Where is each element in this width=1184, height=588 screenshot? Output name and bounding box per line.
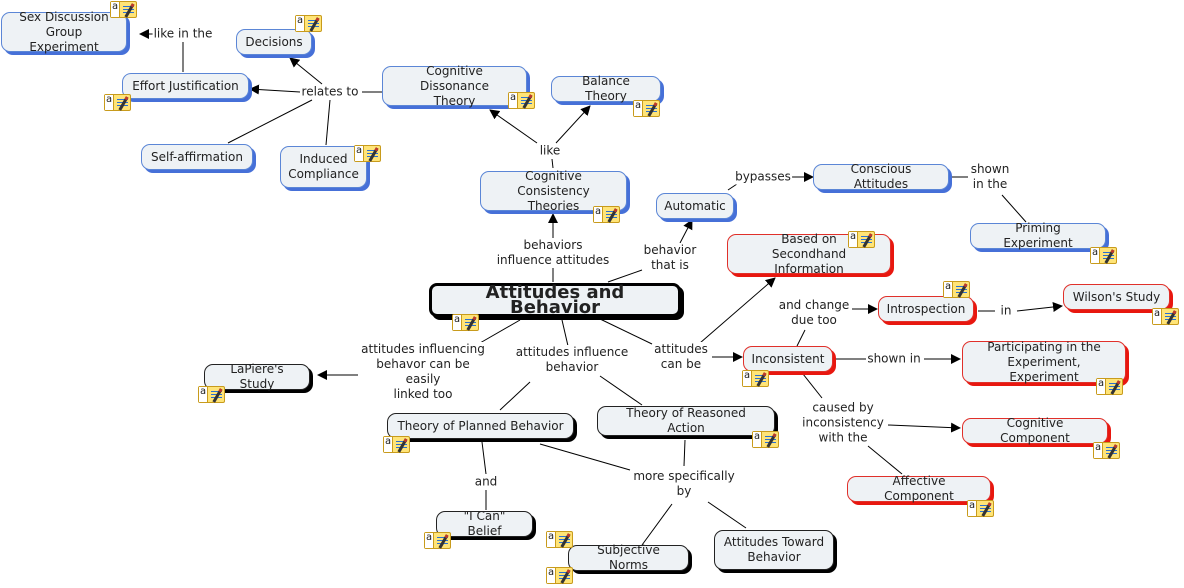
annotation-note-icon[interactable]: a (1090, 247, 1117, 264)
annotation-note-icon[interactable]: a (1152, 308, 1179, 325)
annotation-note-icon[interactable]: a (110, 1, 137, 18)
annotation-note-icon[interactable]: a (742, 370, 769, 387)
node-cognitive-dissonance-theory[interactable]: Cognitive Dissonance Theory (382, 64, 527, 108)
annotation-note-icon[interactable]: a (752, 431, 779, 448)
link-label-caused-by-inconsistency[interactable]: caused by inconsistency with the (801, 400, 885, 446)
node-introspection[interactable]: Introspection (878, 296, 974, 322)
link-label-like-in-the[interactable]: like in the (152, 26, 214, 42)
node-lapieres-study[interactable]: LaPiere's Study (204, 362, 310, 391)
node-affective-component[interactable]: Affective Component (847, 474, 991, 503)
node-cognitive-component[interactable]: Cognitive Component (962, 416, 1108, 445)
link-label-and[interactable]: and (473, 474, 499, 490)
link-label-attitudes-influencing-behavior-linked-too[interactable]: attitudes influencing behavor can be eas… (360, 342, 486, 402)
annotation-note-icon[interactable]: a (508, 92, 535, 109)
node-self-affirmation[interactable]: Self-affirmation (141, 144, 253, 170)
link-label-and-change-due-too[interactable]: and change due too (777, 298, 851, 328)
node-induced-compliance[interactable]: Induced Compliance (280, 146, 367, 188)
link-label-behaviors-influence-attitudes[interactable]: behaviors influence attitudes (495, 238, 611, 268)
node-conscious-attitudes[interactable]: Conscious Attitudes (813, 162, 949, 191)
node-i-can-belief[interactable]: "I Can" Belief (436, 509, 533, 538)
node-effort-justification[interactable]: Effort Justification (122, 73, 249, 99)
node-participating-in-the-experiment[interactable]: Participating in the Experiment, Experim… (962, 340, 1126, 384)
annotation-note-icon[interactable]: a (354, 145, 381, 162)
link-label-like[interactable]: like (538, 143, 562, 159)
link-label-more-specifically-by[interactable]: more specifically by (632, 469, 736, 499)
node-theory-of-planned-behavior[interactable]: Theory of Planned Behavior (387, 413, 574, 439)
node-cognitive-consistency-theories[interactable]: Cognitive Consistency Theories (480, 169, 627, 213)
node-sex-discussion-group-experiment[interactable]: Sex Discussion Group Experiment (1, 10, 127, 54)
annotation-note-icon[interactable]: a (452, 314, 479, 331)
annotation-note-icon[interactable]: a (295, 15, 322, 32)
link-label-shown-in-the[interactable]: shown in the (969, 162, 1011, 192)
node-wilsons-study[interactable]: Wilson's Study (1063, 284, 1170, 310)
annotation-note-icon[interactable]: a (1093, 442, 1120, 459)
node-decisions[interactable]: Decisions (236, 29, 312, 55)
annotation-note-icon[interactable]: a (593, 206, 620, 223)
annotation-note-icon[interactable]: a (104, 94, 131, 111)
annotation-note-icon[interactable]: a (943, 281, 970, 298)
annotation-note-icon[interactable]: a (383, 436, 410, 453)
node-theory-of-reasoned-action[interactable]: Theory of Reasoned Action (597, 406, 775, 436)
node-balance-theory[interactable]: Balance Theory (551, 74, 661, 103)
node-attitudes-and-behavior-main-topic[interactable]: Attitudes and Behavior (429, 283, 681, 317)
annotation-note-icon[interactable]: a (967, 500, 994, 517)
annotation-note-icon[interactable]: a (848, 231, 875, 248)
annotation-note-icon[interactable]: a (633, 100, 660, 117)
annotation-note-icon[interactable]: a (1096, 378, 1123, 395)
node-inconsistent[interactable]: Inconsistent (743, 346, 833, 372)
link-label-relates-to[interactable]: relates to (300, 84, 360, 100)
node-automatic[interactable]: Automatic (656, 193, 734, 219)
node-priming-experiment[interactable]: Priming Experiment (970, 221, 1106, 250)
node-subjective-norms[interactable]: Subjective Norms (568, 543, 689, 572)
link-label-attitudes-influence-behavior[interactable]: attitudes influence behavior (514, 345, 630, 375)
annotation-note-icon[interactable]: a (546, 567, 573, 584)
link-label-shown-in[interactable]: shown in (866, 351, 922, 367)
link-label-attitudes-can-be[interactable]: attitudes can be (653, 342, 709, 372)
annotation-note-icon[interactable]: a (424, 532, 451, 549)
annotation-note-icon[interactable]: a (198, 386, 225, 403)
node-attitudes-toward-behavior[interactable]: Attitudes Toward Behavior (714, 530, 834, 570)
link-label-behavior-that-is[interactable]: behavior that is (642, 243, 698, 273)
link-label-bypasses[interactable]: bypasses (734, 169, 792, 185)
annotation-note-icon[interactable]: a (546, 531, 573, 548)
link-label-in[interactable]: in (999, 303, 1013, 319)
